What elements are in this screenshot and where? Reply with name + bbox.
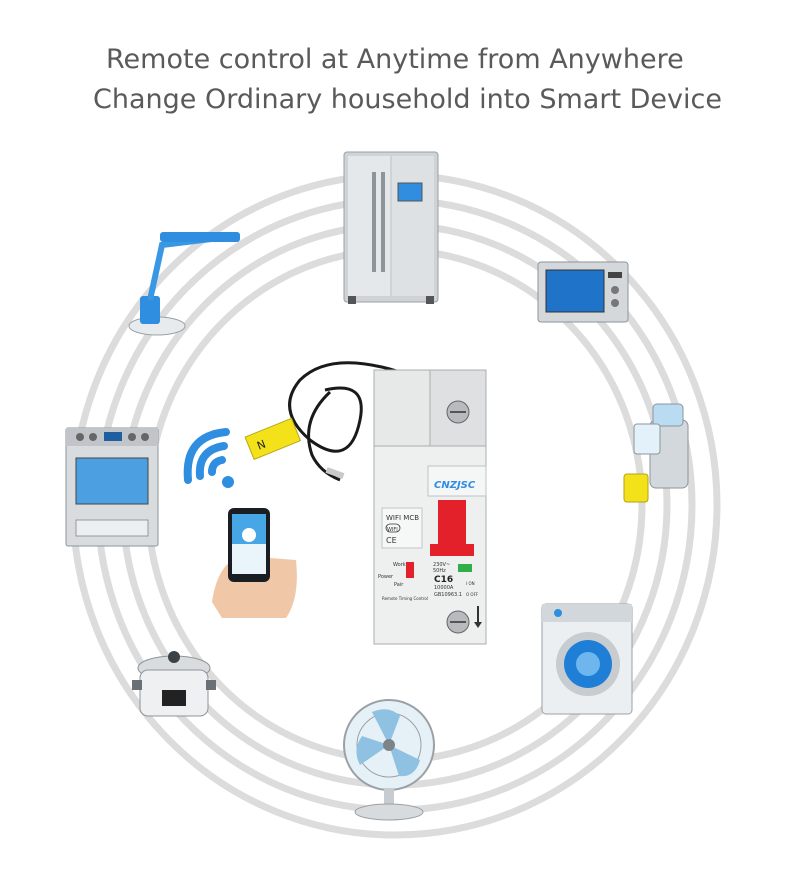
cable-tip (325, 467, 345, 479)
oven-icon (65, 427, 159, 547)
standard-label: GB10963.1 (434, 592, 462, 598)
microwave-icon (537, 261, 629, 323)
pair-label: Pair (394, 582, 404, 588)
desk-lamp-icon (128, 232, 240, 336)
headline-line-2: Change Ordinary household into Smart Dev… (93, 84, 722, 115)
juicer-icon (623, 403, 689, 503)
capacity-label: 10000A (434, 585, 454, 591)
wifi-signal-icon (183, 428, 234, 488)
smartphone-in-hand-icon (212, 508, 297, 618)
rating-label: C16 (434, 575, 453, 585)
rice-cooker-icon (132, 651, 216, 717)
function-label: Remote Timing Control (382, 596, 428, 601)
washing-machine-icon (541, 603, 633, 715)
refrigerator-icon (343, 151, 439, 304)
cable-tag: N (244, 417, 302, 461)
breaker-model: WIFI MCB (386, 514, 419, 522)
work-label: Work (393, 562, 406, 568)
headline-line-1: Remote control at Anytime from Anywhere (106, 44, 684, 75)
breaker-brand: CNZJSC (434, 480, 476, 491)
frequency-label: 50Hz (433, 568, 446, 574)
power-label: Power (378, 574, 394, 580)
cable-icon (288, 361, 401, 482)
wifi-badge: WIFI (387, 527, 398, 533)
voltage-label: 230V~ (433, 562, 450, 568)
ce-mark: CE (386, 536, 397, 545)
wifi-circuit-breaker: CNZJSC WIFI MCB WIFI CE Work Power Pair … (373, 369, 487, 645)
on-label: I ON (466, 581, 475, 586)
fan-icon (343, 699, 435, 821)
off-label: O OFF (466, 592, 479, 597)
